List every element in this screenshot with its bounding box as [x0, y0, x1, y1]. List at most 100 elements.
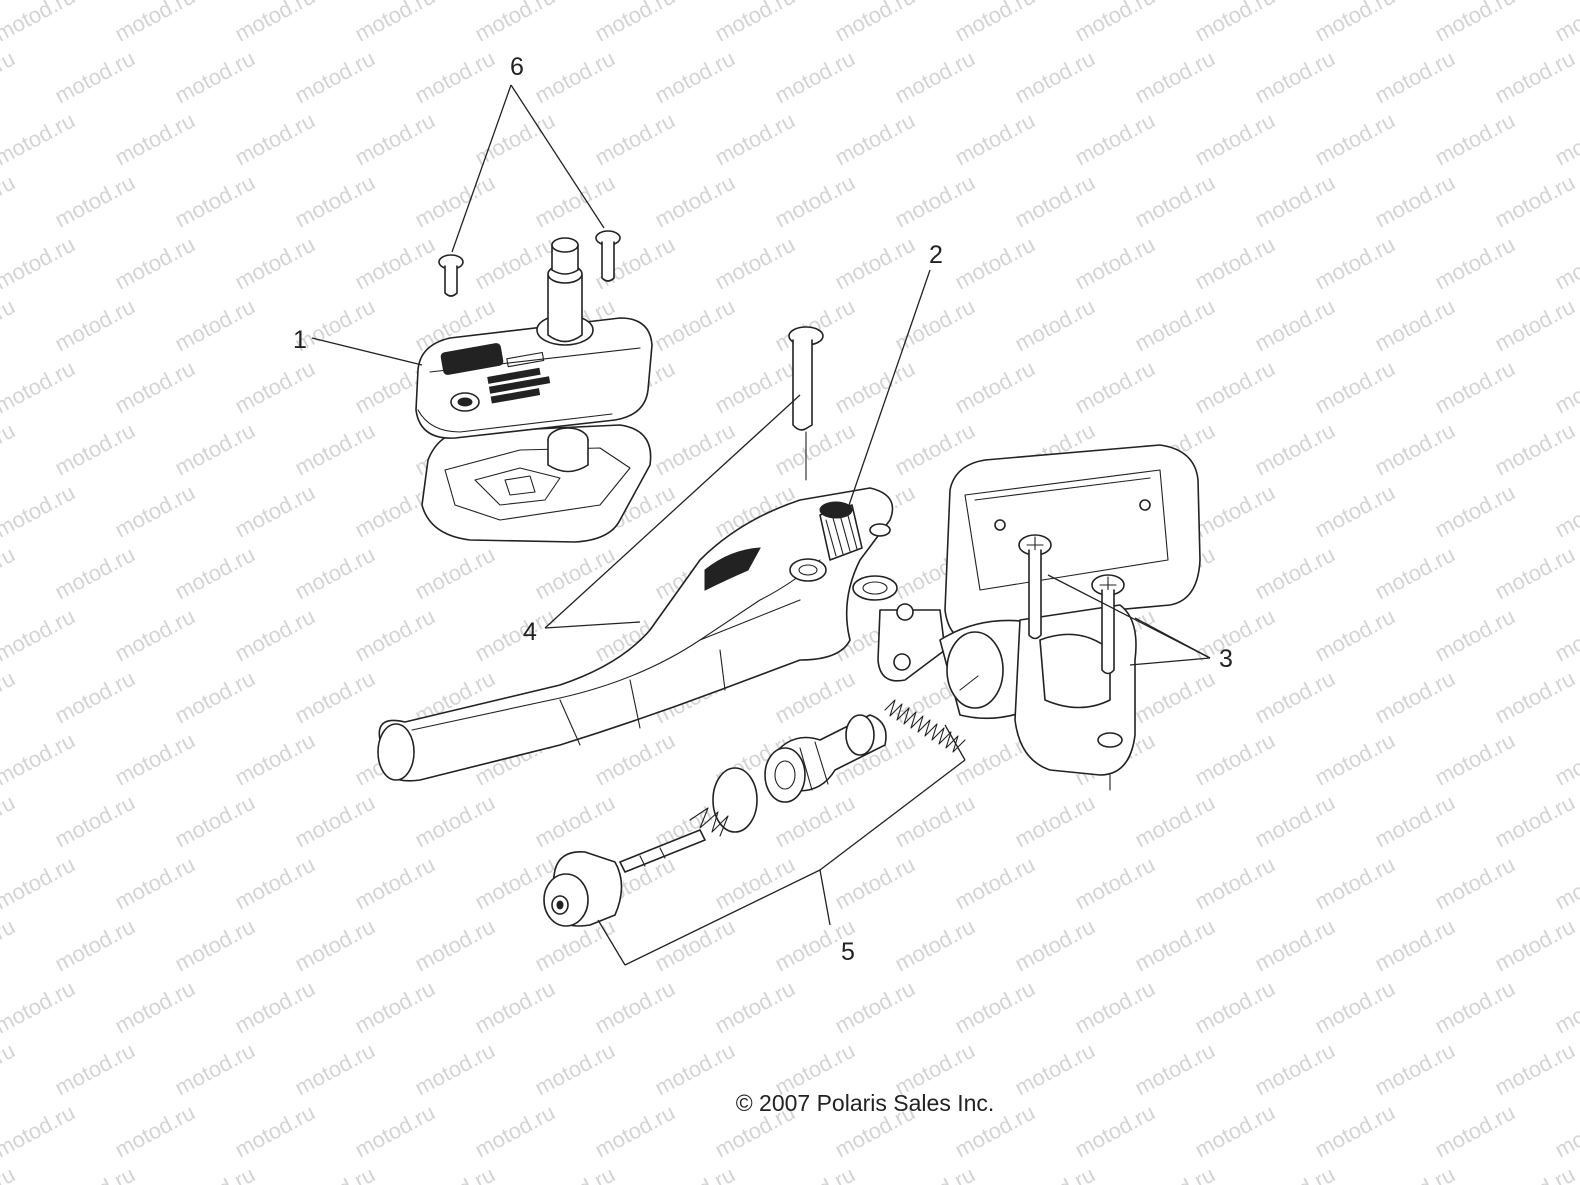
watermark-text: motod.ru — [1371, 170, 1459, 233]
watermark-text: motod.ru — [291, 790, 379, 853]
watermark-text: motod.ru — [111, 232, 199, 295]
watermark-text: motod.ru — [951, 108, 1039, 171]
watermark-text: motod.ru — [1191, 728, 1279, 791]
watermark-text: motod.ru — [0, 790, 19, 853]
watermark-text: motod.ru — [291, 914, 379, 977]
watermark-text: motod.ru — [111, 852, 199, 915]
watermark-text: motod.ru — [1371, 418, 1459, 481]
watermark-text: motod.ru — [1431, 356, 1519, 419]
watermark-text: motod.ru — [1491, 170, 1579, 233]
watermark-text: motod.ru — [1551, 976, 1580, 1039]
watermark-text: motod.ru — [1251, 294, 1339, 357]
watermark-text: motod.ru — [1191, 604, 1279, 667]
watermark-text: motod.ru — [651, 914, 739, 977]
watermark-text: motod.ru — [651, 170, 739, 233]
watermark-text: motod.ru — [1371, 1162, 1459, 1185]
copyright-notice: © 2007 Polaris Sales Inc. — [735, 1090, 995, 1116]
callout-1: 1 — [293, 326, 307, 354]
watermark-text: motod.ru — [111, 976, 199, 1039]
watermark-text: motod.ru — [831, 108, 919, 171]
watermark-text: motod.ru — [0, 294, 19, 357]
watermark-text: motod.ru — [51, 1162, 139, 1185]
watermark-text: motod.ru — [771, 666, 859, 729]
adjuster-knob-part-2 — [819, 501, 898, 601]
watermark-text: motod.ru — [0, 852, 79, 915]
watermark-text: motod.ru — [111, 728, 199, 791]
watermark-text: motod.ru — [711, 356, 799, 419]
watermark-text: motod.ru — [591, 108, 679, 171]
watermark-text: motod.ru — [111, 356, 199, 419]
watermark-text: motod.ru — [1071, 852, 1159, 915]
watermark-text: motod.ru — [1011, 1162, 1099, 1185]
watermark-text: motod.ru — [1191, 0, 1279, 46]
watermark-text: motod.ru — [51, 294, 139, 357]
watermark-text: motod.ru — [1431, 728, 1519, 791]
watermark-text: motod.ru — [0, 1162, 19, 1185]
watermark-text: motod.ru — [351, 976, 439, 1039]
watermark-text: motod.ru — [1371, 914, 1459, 977]
watermark-text: motod.ru — [1551, 232, 1580, 295]
watermark-text: motod.ru — [951, 0, 1039, 46]
watermark-text: motod.ru — [351, 0, 439, 46]
watermark-text: motod.ru — [351, 852, 439, 915]
watermark-text: motod.ru — [1251, 170, 1339, 233]
watermark-text: motod.ru — [1251, 1162, 1339, 1185]
watermark-text: motod.ru — [1071, 232, 1159, 295]
watermark-text: motod.ru — [0, 418, 19, 481]
watermark-text: motod.ru — [1491, 790, 1579, 853]
watermark-text: motod.ru — [351, 232, 439, 295]
watermark-text: motod.ru — [0, 170, 19, 233]
watermark-text: motod.ru — [1311, 356, 1399, 419]
watermark-text: motod.ru — [1371, 542, 1459, 605]
watermark-text: motod.ru — [711, 852, 799, 915]
watermark-text: motod.ru — [891, 170, 979, 233]
watermark-text: motod.ru — [1011, 294, 1099, 357]
watermark-text: motod.ru — [891, 914, 979, 977]
callout-6: 6 — [510, 53, 524, 81]
watermark-text: motod.ru — [1431, 108, 1519, 171]
watermark-text: motod.ru — [1011, 790, 1099, 853]
watermark-text: motod.ru — [651, 1162, 739, 1185]
watermark-text: motod.ru — [51, 914, 139, 977]
watermark-text: motod.ru — [411, 542, 499, 605]
watermark-text: motod.ru — [0, 728, 79, 791]
master-cylinder-body — [877, 444, 1201, 791]
watermark-text: motod.ru — [111, 604, 199, 667]
watermark-text: motod.ru — [411, 790, 499, 853]
watermark-text: motod.ru — [1431, 976, 1519, 1039]
watermark-text: motod.ru — [1491, 542, 1579, 605]
watermark-text: motod.ru — [591, 0, 679, 46]
watermark-text: motod.ru — [1191, 108, 1279, 171]
watermark-text: motod.ru — [351, 604, 439, 667]
watermark-text: motod.ru — [231, 356, 319, 419]
watermark-text: motod.ru — [1371, 790, 1459, 853]
watermark-text: motod.ru — [171, 914, 259, 977]
watermark-text: motod.ru — [1431, 480, 1519, 543]
watermark-text: motod.ru — [0, 356, 79, 419]
watermark-text: motod.ru — [831, 356, 919, 419]
callout-2: 2 — [929, 241, 943, 269]
watermark-text: motod.ru — [1491, 418, 1579, 481]
watermark-text: motod.ru — [1311, 480, 1399, 543]
watermark-text: motod.ru — [1491, 1162, 1579, 1185]
watermark-text: motod.ru — [1011, 46, 1099, 109]
watermark-text: motod.ru — [171, 170, 259, 233]
watermark-text: motod.ru — [1131, 170, 1219, 233]
watermark-text: motod.ru — [411, 170, 499, 233]
watermark-text: motod.ru — [771, 418, 859, 481]
watermark-text: motod.ru — [1251, 46, 1339, 109]
watermark-text: motod.ru — [231, 108, 319, 171]
watermark-text: motod.ru — [471, 976, 559, 1039]
watermark-text: motod.ru — [1251, 666, 1339, 729]
watermark-text: motod.ru — [1251, 914, 1339, 977]
watermark-text: motod.ru — [1371, 46, 1459, 109]
watermark-text: motod.ru — [291, 418, 379, 481]
watermark-text: motod.ru — [891, 790, 979, 853]
watermark-text: motod.ru — [1371, 666, 1459, 729]
watermark-text: motod.ru — [291, 46, 379, 109]
watermark-text: motod.ru — [231, 604, 319, 667]
watermark-text: motod.ru — [111, 480, 199, 543]
screw-right-part-6 — [595, 230, 621, 282]
watermark-text: motod.ru — [711, 108, 799, 171]
